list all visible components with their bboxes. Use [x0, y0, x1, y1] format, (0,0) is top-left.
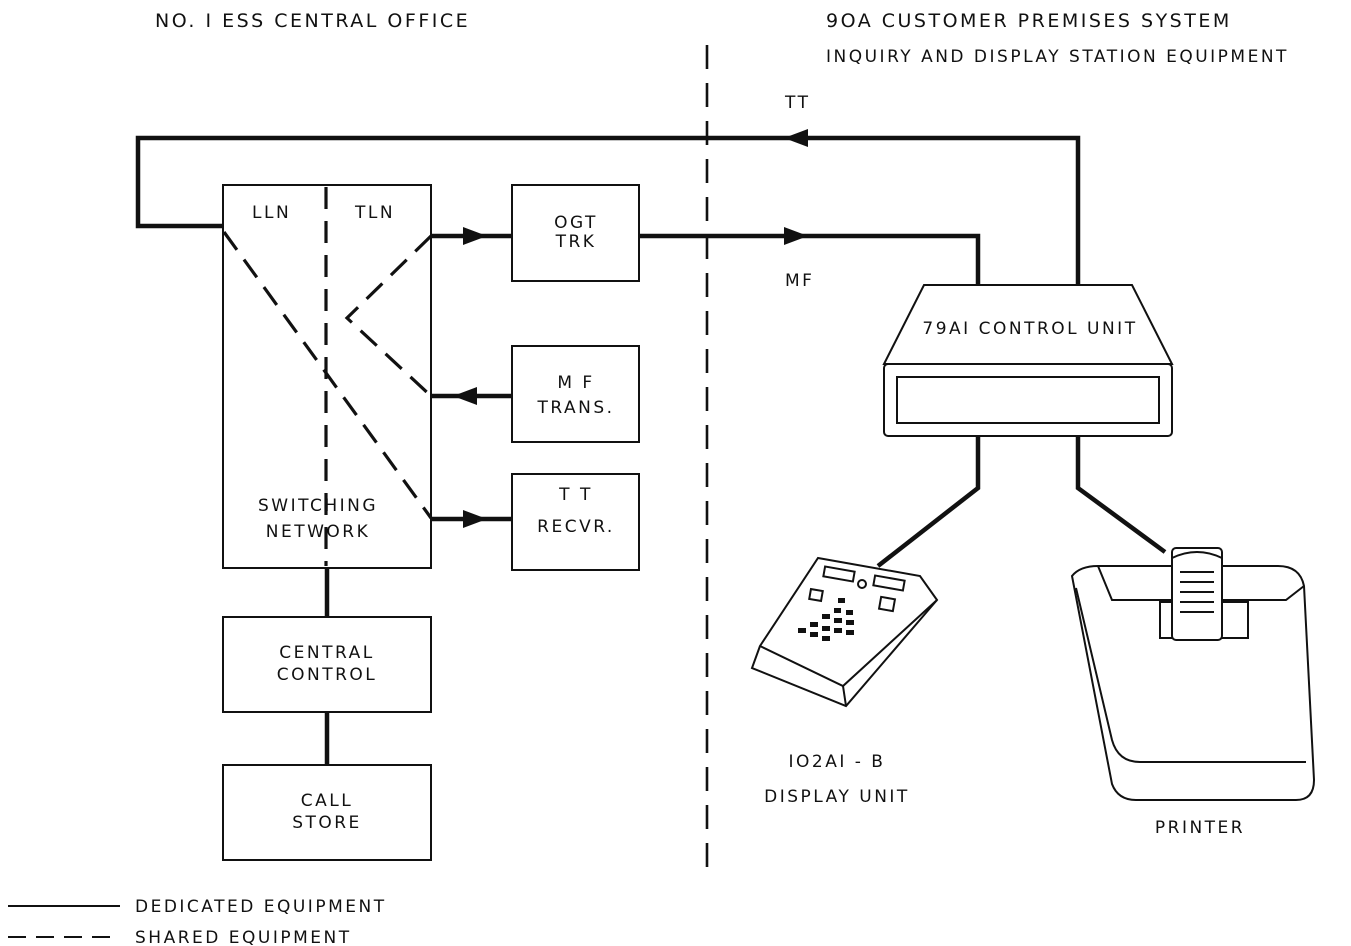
printer-icon — [1070, 547, 1316, 801]
control-unit-label: 79AI CONTROL UNIT — [922, 319, 1137, 339]
call-store-box — [222, 764, 432, 861]
tt-recv-arrow-icon — [463, 510, 487, 528]
cu-to-printer-line — [1075, 436, 1167, 554]
ogt-label: OGT — [554, 213, 598, 233]
customer-premises-header: 9OA CUSTOMER PREMISES SYSTEM — [826, 10, 1232, 32]
control-unit-panel — [896, 376, 1160, 424]
mf-trans-label-1: M F — [557, 373, 594, 393]
central-office-header: NO. I ESS CENTRAL OFFICE — [155, 10, 470, 32]
legend-dedicated-label: DEDICATED EQUIPMENT — [135, 897, 387, 917]
inquiry-station-header: INQUIRY AND DISPLAY STATION EQUIPMENT — [826, 47, 1289, 67]
mf-trans-label-2: TRANS. — [536, 398, 614, 418]
display-unit-label: DISPLAY UNIT — [764, 787, 910, 807]
display-unit-icon — [750, 556, 939, 708]
tt-arrow-icon — [784, 129, 808, 147]
ogt-trunk-box — [511, 184, 640, 282]
printer-label: PRINTER — [1155, 818, 1245, 838]
display-unit-model: IO2AI - B — [789, 752, 886, 772]
shared-path-tln-to-mf — [344, 234, 433, 398]
central-label: CENTRAL — [279, 643, 374, 663]
tt-signal-label: TT — [784, 93, 810, 113]
central-control-box — [222, 616, 432, 713]
tt-loop-line — [135, 135, 1081, 285]
mf-arrow-icon — [453, 387, 477, 405]
control-label: CONTROL — [277, 665, 378, 685]
shared-path-lln-to-tt — [222, 231, 433, 519]
mf-outgoing-line — [639, 233, 981, 285]
tt-receiver-box — [511, 473, 640, 571]
switching-label: SWITCHING — [258, 496, 378, 516]
store-label: STORE — [292, 813, 362, 833]
trk-label: TRK — [555, 232, 597, 252]
mf-outgoing-arrow-icon — [784, 227, 808, 245]
tln-label: TLN — [354, 203, 395, 223]
network-label: NETWORK — [266, 522, 371, 542]
control-unit-top — [882, 284, 1174, 365]
legend-shared-label: SHARED EQUIPMENT — [135, 928, 352, 946]
tt-recvr-label-2: RECVR. — [537, 517, 615, 537]
lln-label: LLN — [252, 203, 291, 223]
tt-recvr-label-1: T T — [558, 485, 593, 505]
call-label: CALL — [301, 791, 353, 811]
ogt-arrow-icon — [463, 227, 487, 245]
cu-to-display-line — [876, 436, 981, 568]
mf-signal-label: MF — [785, 271, 814, 291]
mf-transmitter-box — [511, 345, 640, 443]
